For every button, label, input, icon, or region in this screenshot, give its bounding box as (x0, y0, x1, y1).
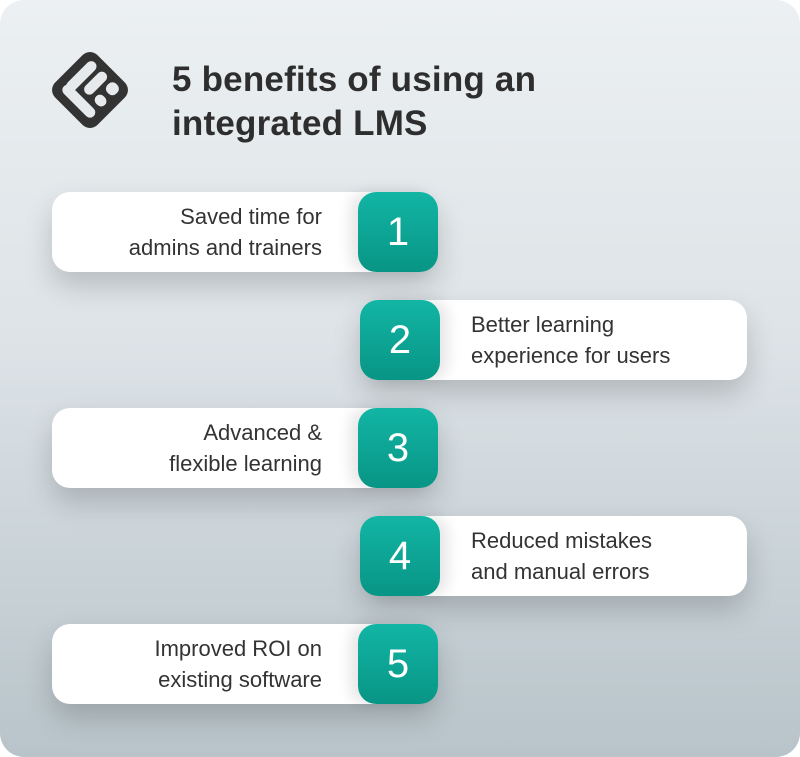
benefit-text: Reduced mistakes and manual errors (471, 516, 652, 596)
benefit-text: Saved time for admins and trainers (129, 192, 322, 272)
benefit-text: Advanced & flexible learning (169, 408, 322, 488)
benefit-number-badge: 5 (358, 624, 438, 704)
benefit-number-badge: 4 (360, 516, 440, 596)
benefit-line-1: Reduced mistakes (471, 528, 652, 553)
benefit-line-2: admins and trainers (128, 235, 322, 260)
benefit-line-1: Saved time for (180, 204, 322, 229)
benefit-number-badge: 1 (358, 192, 438, 272)
benefit-line-1: Advanced & (203, 420, 322, 445)
benefit-text: Better learning experience for users (471, 300, 670, 380)
page-title: 5 benefits of using an integrated LMS (172, 58, 536, 146)
benefit-line-2: existing software (158, 667, 322, 692)
benefit-line-1: Better learning (471, 312, 615, 337)
lms-logo-icon (52, 52, 128, 128)
benefit-card-2: 2 Better learning experience for users (360, 300, 747, 380)
benefit-line-2: flexible learning (169, 451, 322, 476)
title-line-1: 5 benefits of using an (172, 60, 537, 99)
benefit-card-4: 4 Reduced mistakes and manual errors (360, 516, 747, 596)
benefit-card-5: Improved ROI on existing software 5 (52, 624, 438, 704)
benefit-text: Improved ROI on existing software (154, 624, 322, 704)
benefit-card-1: Saved time for admins and trainers 1 (52, 192, 438, 272)
benefit-card-3: Advanced & flexible learning 3 (52, 408, 438, 488)
benefit-line-2: and manual errors (471, 559, 650, 584)
benefit-number-badge: 2 (360, 300, 440, 380)
benefit-line-1: Improved ROI on (154, 636, 322, 661)
title-line-2: integrated LMS (172, 104, 428, 143)
benefit-line-2: experience for users (471, 343, 671, 368)
benefit-number-badge: 3 (358, 408, 438, 488)
